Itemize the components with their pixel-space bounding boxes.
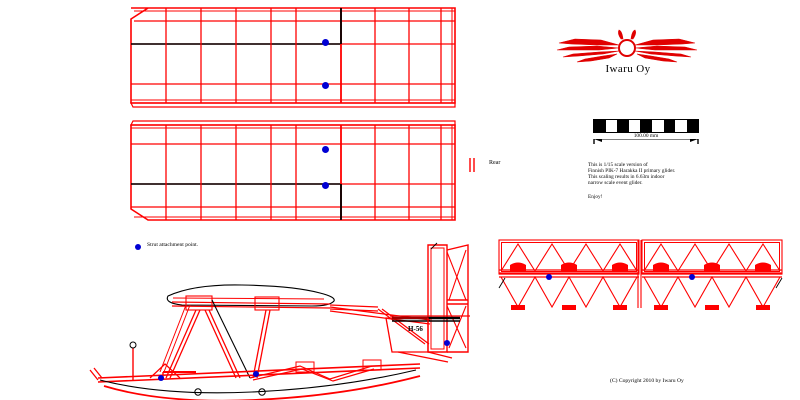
- note-line-1: This is 1/15 scale version of: [588, 162, 648, 168]
- wing-rib-truss-detail: [498, 239, 783, 311]
- strut-point-marker: [322, 39, 329, 46]
- strut-point-marker: [322, 146, 329, 153]
- strut-point-marker: [158, 375, 164, 381]
- strut-point-marker: [322, 182, 329, 189]
- note-line-3: This scaling results in 6.63m indoor: [588, 174, 665, 180]
- rear-label: Rear: [489, 160, 501, 166]
- brand-name: Iwaru Oy: [605, 63, 651, 75]
- strut-point-marker: [689, 274, 695, 280]
- legend-marker-icon: [135, 244, 141, 250]
- scale-bar: [593, 119, 700, 133]
- winged-sun-emblem-icon: [556, 29, 698, 63]
- note-line-2: Finnish PIK-7 Harakka II primary glider.: [588, 168, 676, 174]
- note-line-4: narrow scale event glider.: [588, 180, 643, 186]
- legend-strut-label: Strut attachment point.: [147, 242, 199, 248]
- wing-panel-upper: [130, 7, 456, 108]
- copyright-label: (C) Copyright 2010 by Iwaru Oy: [610, 378, 684, 384]
- strut-point-marker: [253, 371, 259, 377]
- wing-panel-lower: [130, 120, 456, 221]
- rear-tick-marks: [469, 158, 475, 172]
- scale-bar-label: 100.00 mm: [590, 133, 702, 139]
- note-line-5: Enjoy!: [588, 194, 603, 200]
- strut-point-marker: [322, 82, 329, 89]
- strut-point-marker: [546, 274, 552, 280]
- registration-label: H-56: [408, 325, 423, 333]
- strut-point-marker: [444, 340, 450, 346]
- fuselage-side-elevation: [89, 242, 470, 400]
